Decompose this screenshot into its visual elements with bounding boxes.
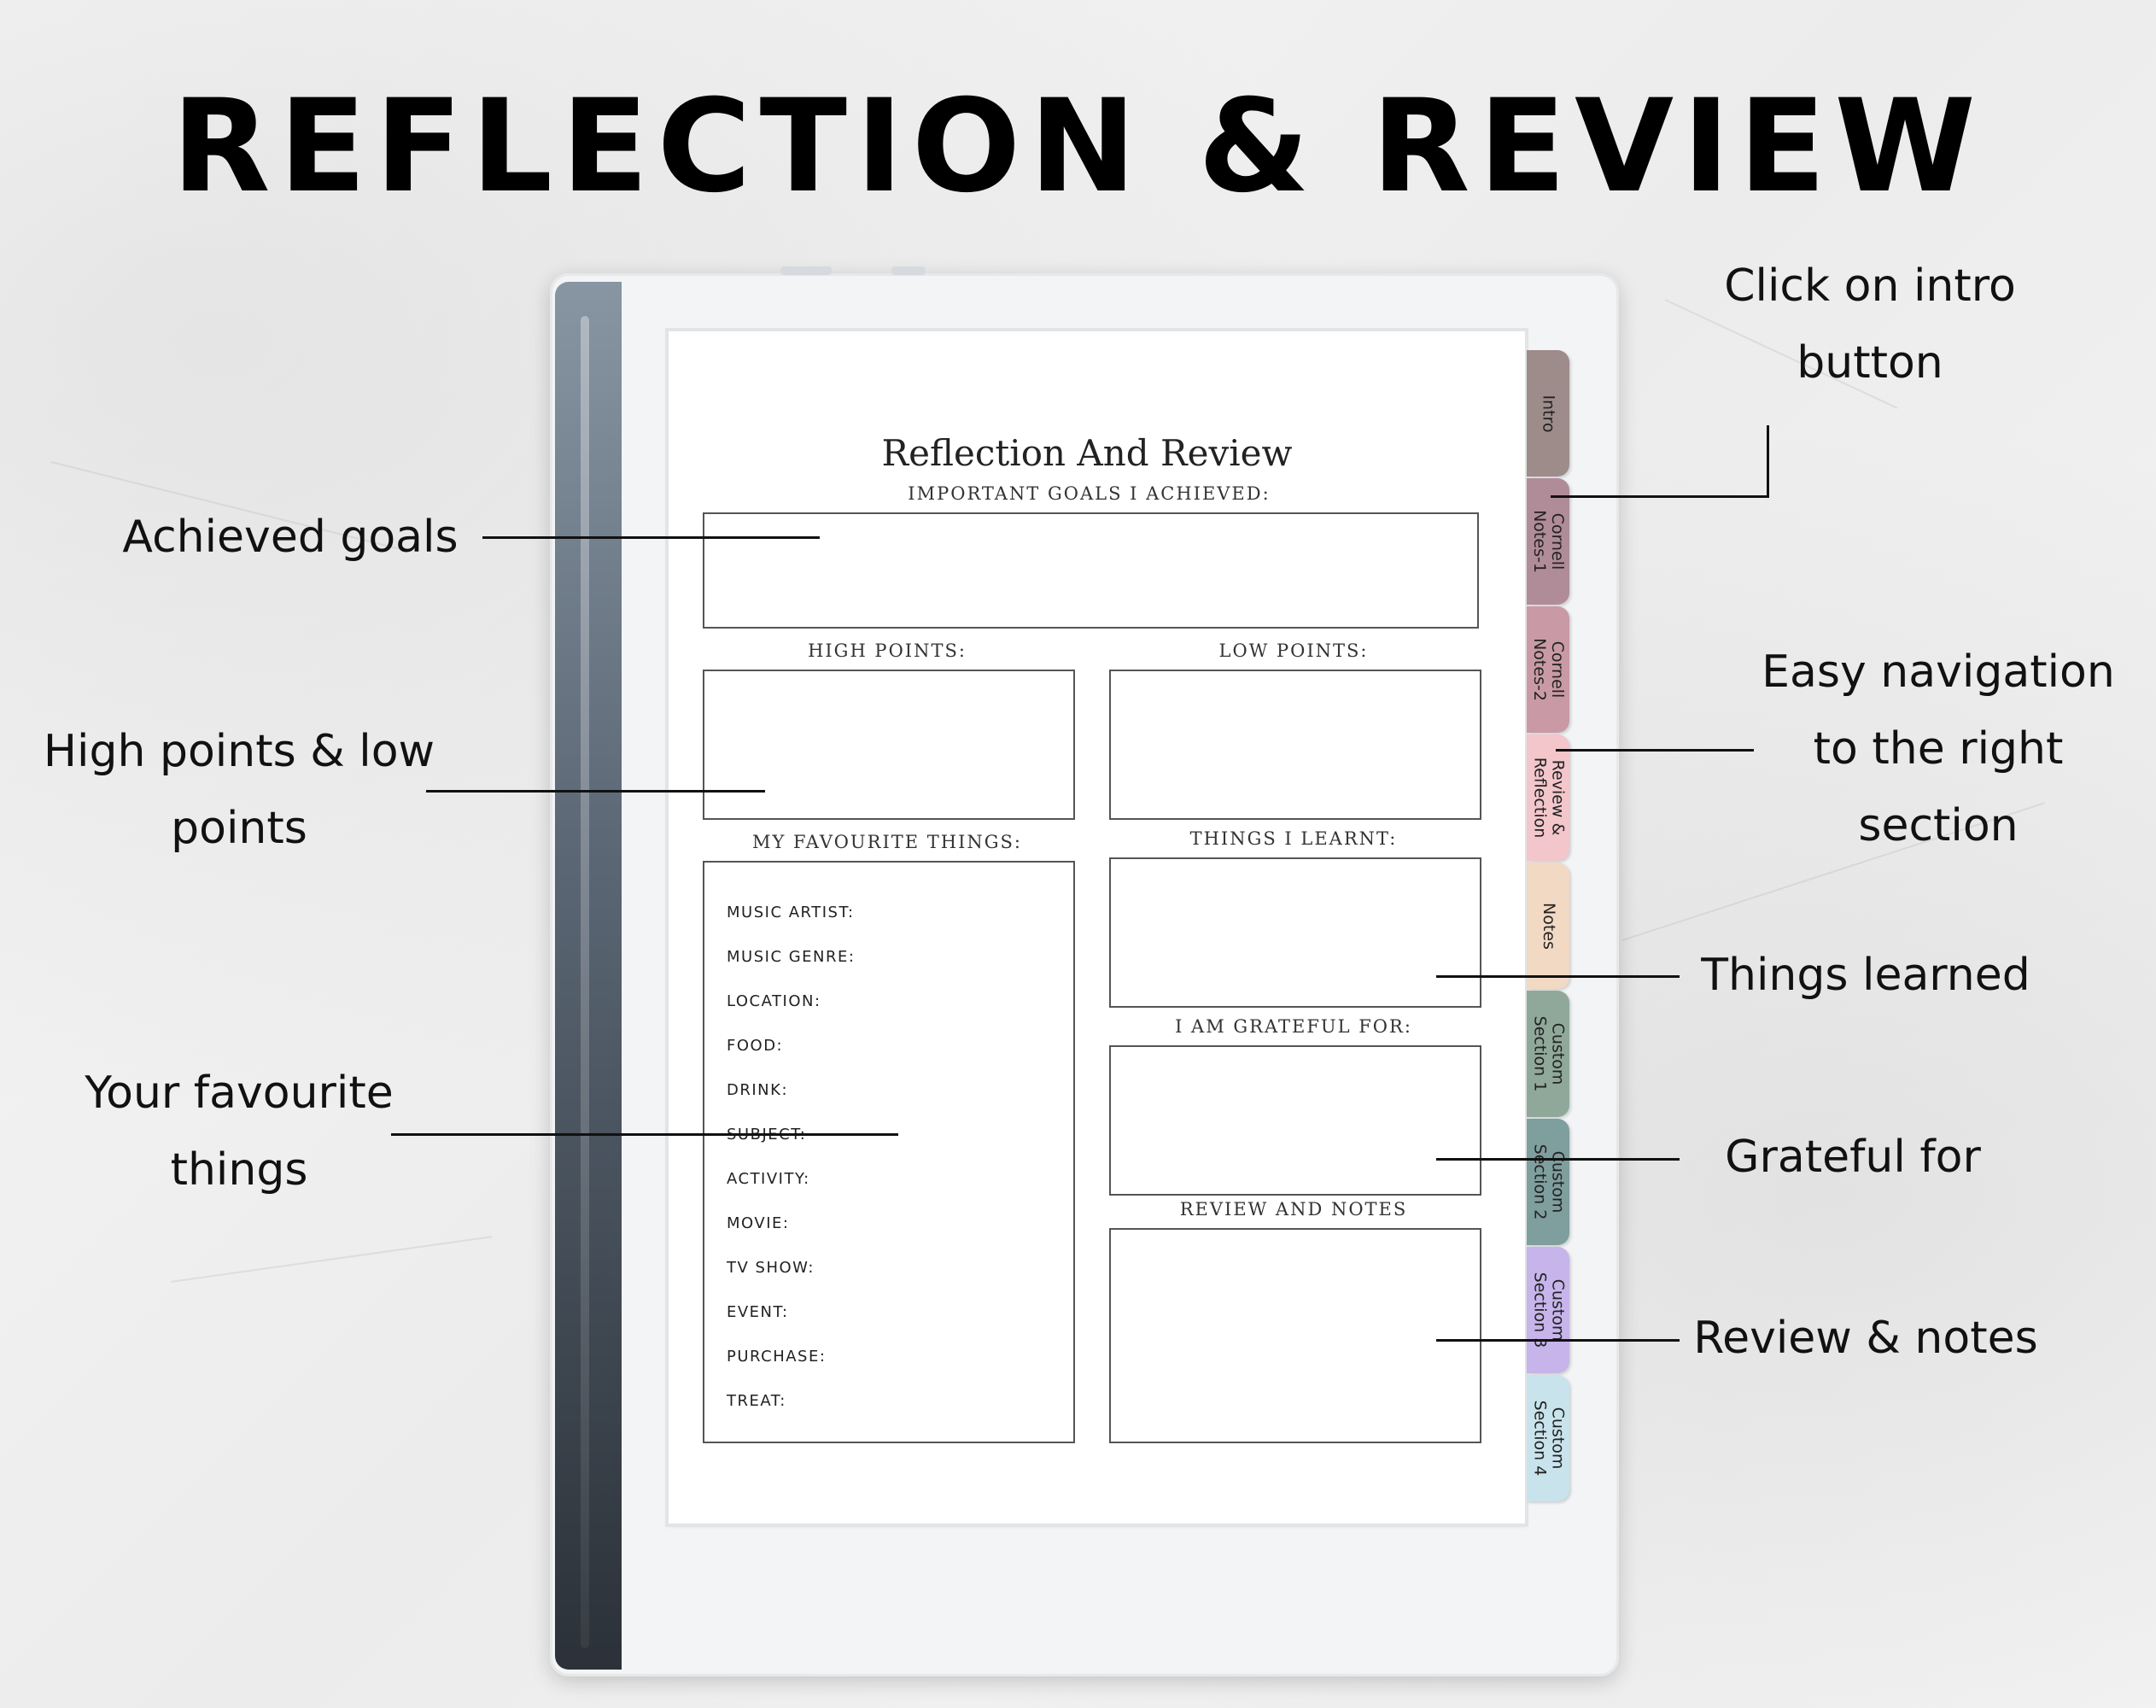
callout-line (1436, 975, 1680, 978)
favourite-item: TREAT: (727, 1392, 786, 1410)
favourites-label: MY FAVOURITE THINGS: (752, 832, 1022, 852)
callout-line (1556, 749, 1754, 752)
favourite-item: MOVIE: (727, 1214, 790, 1232)
spine-highlight (581, 316, 589, 1648)
callout-line (391, 1133, 898, 1136)
annotation-favourites: Your favourite things (85, 1068, 394, 1196)
annotation-navigation: Easy navigation to the right section (1762, 646, 2115, 851)
tab-cornell-notes-1[interactable]: Cornell Notes-1 (1527, 478, 1569, 605)
annotation-intro: Click on intro button (1724, 260, 2016, 389)
high-points-box[interactable] (703, 670, 1075, 820)
callout-line (1767, 425, 1769, 497)
favourite-item: MUSIC ARTIST: (727, 904, 855, 921)
tab-label: Custom Section 4 (1530, 1400, 1568, 1477)
tablet-device: Reflection And Review IMPORTANT GOALS I … (550, 266, 1619, 1676)
callout-line (1436, 1158, 1680, 1161)
page-title: Reflection And Review (881, 432, 1293, 474)
tab-label: Cornell Notes-1 (1530, 510, 1568, 573)
favourites-box[interactable]: MUSIC ARTIST: MUSIC GENRE: LOCATION: FOO… (703, 861, 1075, 1443)
device-spine (555, 282, 622, 1670)
favourite-item: MUSIC GENRE: (727, 948, 856, 966)
tab-custom-section-4[interactable]: Custom Section 4 (1527, 1375, 1569, 1501)
tab-intro[interactable]: Intro (1527, 350, 1569, 477)
favourite-item: ACTIVITY: (727, 1170, 810, 1188)
tab-label: Notes (1539, 902, 1558, 950)
goals-box[interactable] (703, 512, 1479, 629)
favourite-item: EVENT: (727, 1303, 789, 1321)
tab-review-reflection[interactable]: Review & Reflection (1527, 734, 1569, 861)
tab-notes[interactable]: Notes (1527, 863, 1569, 989)
tab-custom-section-2[interactable]: Custom Section 2 (1527, 1119, 1569, 1245)
review-box[interactable] (1109, 1228, 1481, 1443)
tab-label: Custom Section 2 (1530, 1144, 1568, 1220)
tab-label: Intro (1539, 394, 1558, 433)
annotation-grateful: Grateful for (1725, 1132, 1981, 1183)
low-points-label: LOW POINTS: (1218, 640, 1369, 661)
annotation-review: Review & notes (1693, 1313, 2038, 1364)
callout-line (1436, 1339, 1680, 1342)
favourite-item: FOOD: (727, 1037, 784, 1055)
learnt-label: THINGS I LEARNT: (1189, 828, 1398, 849)
tab-custom-section-3[interactable]: Custom Section 3 (1527, 1247, 1569, 1373)
grateful-box[interactable] (1109, 1045, 1481, 1196)
low-points-box[interactable] (1109, 670, 1481, 820)
high-points-label: HIGH POINTS: (808, 640, 967, 661)
favourite-item: DRINK: (727, 1081, 789, 1099)
annotation-high-low: High points & low points (43, 726, 435, 854)
marble-vein (170, 1236, 493, 1283)
grateful-label: I AM GRATEFUL FOR: (1175, 1016, 1412, 1037)
device-top-button (891, 266, 926, 275)
favourite-item: PURCHASE: (727, 1348, 827, 1366)
tab-label: Cornell Notes-2 (1530, 638, 1568, 701)
tab-label: Review & Reflection (1530, 757, 1568, 839)
callout-line (482, 536, 820, 539)
tab-label: Custom Section 3 (1530, 1272, 1568, 1348)
device-top-button (780, 266, 832, 275)
callout-line (1551, 495, 1769, 498)
learnt-box[interactable] (1109, 857, 1481, 1008)
annotation-learned: Things learned (1701, 950, 2030, 1001)
review-label: REVIEW AND NOTES (1179, 1199, 1408, 1220)
favourite-item: TV SHOW: (727, 1259, 815, 1277)
tab-cornell-notes-2[interactable]: Cornell Notes-2 (1527, 606, 1569, 733)
tab-custom-section-1[interactable]: Custom Section 1 (1527, 991, 1569, 1117)
callout-line (426, 790, 765, 793)
goals-label: IMPORTANT GOALS I ACHIEVED: (908, 483, 1271, 504)
annotation-goals: Achieved goals (122, 512, 459, 563)
favourite-item: LOCATION: (727, 992, 821, 1010)
planner-page: Reflection And Review IMPORTANT GOALS I … (669, 331, 1569, 1524)
tab-label: Custom Section 1 (1530, 1015, 1568, 1092)
headline: REFLECTION & REVIEW (172, 73, 1984, 221)
